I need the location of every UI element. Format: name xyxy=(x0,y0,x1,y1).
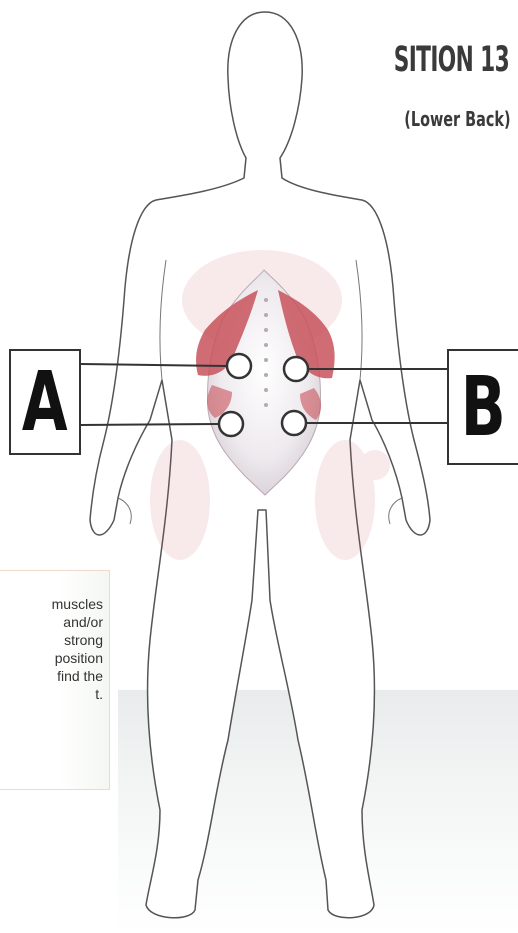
hand-right xyxy=(389,498,402,524)
label-a-box: A xyxy=(9,349,81,455)
label-a: A xyxy=(22,355,68,450)
point-b-upper xyxy=(284,357,308,381)
point-b-lower xyxy=(282,411,306,435)
hand-left xyxy=(118,498,131,524)
point-a-upper xyxy=(227,354,251,378)
label-b-box: B xyxy=(447,349,518,465)
label-b: B xyxy=(461,360,506,455)
point-a-lower xyxy=(219,412,243,436)
